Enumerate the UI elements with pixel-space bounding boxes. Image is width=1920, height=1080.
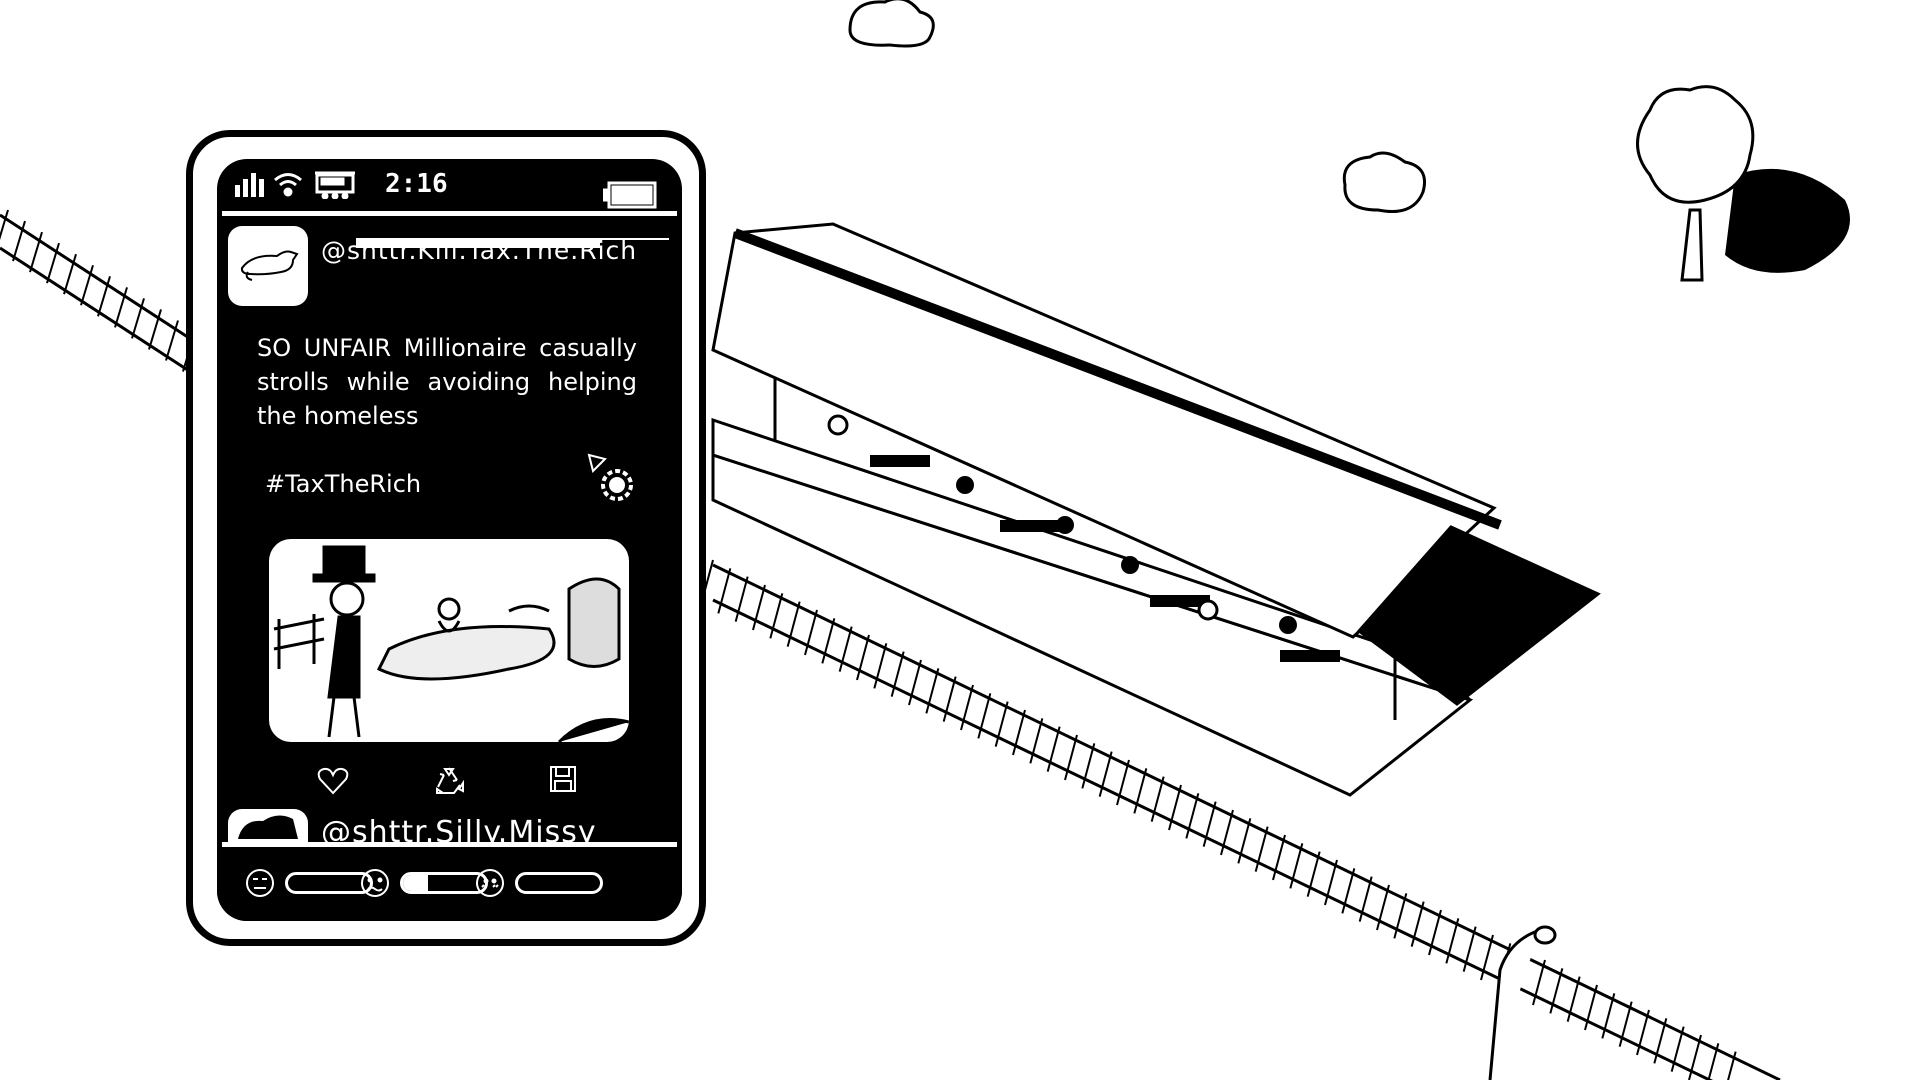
- rail-tie: [1202, 801, 1217, 847]
- rail-tie: [1341, 868, 1356, 914]
- rail-tie: [821, 618, 836, 664]
- rail-tie: [1168, 784, 1182, 831]
- rail-tie: [838, 626, 853, 672]
- clock: 2:16: [385, 169, 448, 199]
- rail-tie: [12, 220, 26, 262]
- clouds: [848, 0, 1426, 213]
- rail-tie: [1150, 776, 1165, 822]
- blushing-face-icon: [475, 868, 505, 898]
- wifi-icon: [273, 171, 303, 201]
- street-lamp: [1488, 925, 1557, 1080]
- rail-tie: [1584, 984, 1598, 1031]
- rail-tie: [1462, 926, 1477, 972]
- rail-tie: [994, 701, 1009, 747]
- rail-tie: [1445, 918, 1460, 964]
- mood-divider: [222, 842, 677, 847]
- rail-tie: [1653, 1018, 1668, 1064]
- rail-tie: [1081, 743, 1096, 789]
- rail-tie: [1237, 818, 1252, 864]
- rail-tie: [1727, 1051, 1737, 1080]
- rail-tie: [1618, 1001, 1633, 1047]
- share-recycle-icon[interactable]: [433, 765, 465, 799]
- rail-tie: [1480, 934, 1494, 981]
- like-heart-icon[interactable]: [317, 767, 349, 799]
- save-floppy-icon[interactable]: [549, 765, 577, 797]
- train-icon: [315, 171, 355, 203]
- rail-tie: [1707, 1043, 1720, 1080]
- phone-screen: 2:16 @shttr.Kill.Tax.The.Rich SO UNFAIR …: [217, 159, 682, 921]
- brain-gear-cursor-icon[interactable]: [585, 451, 639, 509]
- rail-tie: [960, 684, 974, 731]
- rail-tie: [1220, 809, 1234, 856]
- mood-meter-fill: [403, 875, 428, 891]
- rail-tie: [80, 264, 94, 306]
- rail-tie: [1549, 968, 1564, 1014]
- people-on-benches: [827, 414, 1340, 662]
- rail-tie: [1601, 993, 1616, 1039]
- rail-tie: [1532, 959, 1546, 1006]
- rail-tie: [856, 634, 870, 681]
- rail-tie: [1029, 718, 1044, 764]
- railway-track-upper: [0, 213, 201, 380]
- rail-tie: [1064, 734, 1078, 781]
- station-platform: [711, 222, 1601, 797]
- rail-tie: [769, 593, 784, 639]
- rail-tie: [1289, 843, 1304, 889]
- battery-icon: [602, 181, 657, 213]
- mood-meter-bar: [285, 872, 373, 894]
- rail-tie: [1393, 893, 1408, 939]
- rail-tie: [1324, 859, 1338, 906]
- signal-icon: [235, 173, 265, 201]
- rail-tie: [786, 601, 801, 647]
- rail-tie: [46, 242, 60, 284]
- anxious-face-icon: [360, 868, 390, 898]
- rail-tie: [908, 659, 922, 706]
- post-hashtag[interactable]: #TaxTheRich: [265, 470, 422, 498]
- rail-tie: [148, 309, 162, 350]
- rail-tie: [131, 298, 145, 339]
- rail-tie: [1410, 901, 1425, 947]
- post-mood-fill: [356, 238, 601, 248]
- rail-tie: [165, 320, 179, 361]
- annoyed-face-icon: [245, 868, 275, 898]
- rail-tie: [1254, 826, 1269, 872]
- rail-tie: [1306, 851, 1321, 897]
- rail-tie: [29, 231, 43, 273]
- post-image[interactable]: [269, 539, 629, 742]
- rail-tie: [0, 209, 9, 241]
- rail-tie: [1636, 1009, 1650, 1056]
- rail-tie: [752, 584, 766, 631]
- rail-tie: [1012, 709, 1026, 756]
- rail-tie: [114, 287, 128, 328]
- rail-tie: [1133, 768, 1148, 814]
- rail-tie: [873, 643, 888, 689]
- rail-tie: [1098, 751, 1113, 797]
- rail-tie: [734, 576, 749, 622]
- rail-tie: [97, 276, 111, 317]
- rail-tie: [1046, 726, 1061, 772]
- rail-tie: [1428, 909, 1442, 956]
- rail-tie: [1376, 884, 1390, 931]
- rail-tie: [925, 668, 940, 714]
- mood-meter-bar: [515, 872, 603, 894]
- status-divider: [222, 211, 677, 216]
- rail-tie: [1185, 793, 1200, 839]
- rail-tie: [890, 651, 905, 697]
- rail-tie: [717, 568, 732, 614]
- rail-tie: [1670, 1026, 1685, 1072]
- rail-tie: [1566, 976, 1581, 1022]
- worried-face-icon: [261, 281, 287, 311]
- rail-tie: [63, 253, 77, 295]
- rail-tie: [942, 676, 957, 722]
- tree: [1636, 85, 1850, 282]
- rail-tie: [804, 609, 818, 656]
- rail-tie: [1358, 876, 1373, 922]
- rail-tie: [977, 693, 992, 739]
- rail-tie: [1272, 834, 1286, 881]
- rail-tie: [1116, 759, 1130, 806]
- rail-tie: [1688, 1034, 1702, 1080]
- post-mood-bar: [356, 238, 669, 248]
- post-text: SO UNFAIR Millionaire casually strolls w…: [257, 334, 637, 430]
